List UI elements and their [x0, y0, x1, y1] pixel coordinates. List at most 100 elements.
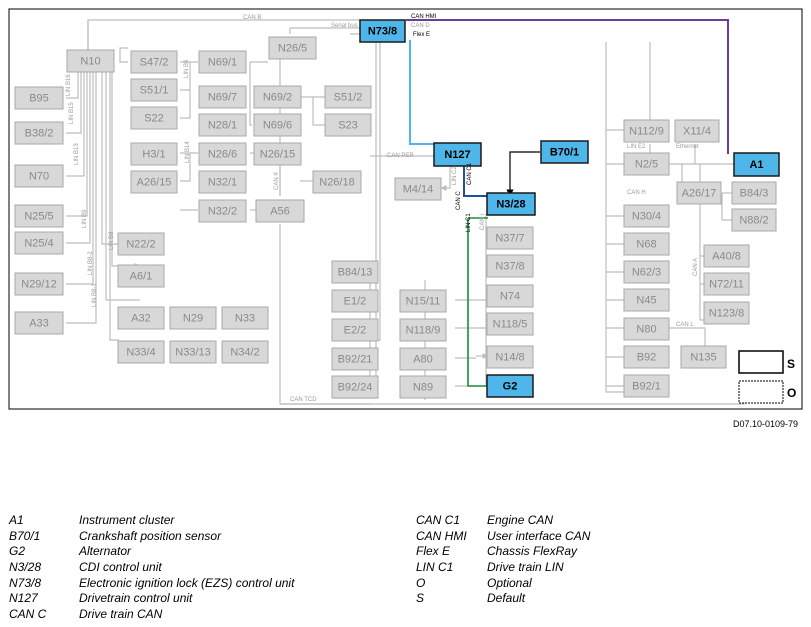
- default-symbol-label: S: [787, 357, 795, 371]
- bus-label-lin-c2: LIN C2: [452, 166, 458, 185]
- legend-key: S: [416, 591, 425, 606]
- node-label-n32-2: N32/2: [208, 206, 237, 218]
- node-box-n123-8: [703, 301, 750, 325]
- node-box-n69-2: [253, 85, 302, 109]
- node-box-e2-2: [331, 318, 379, 342]
- node-box-n70: [14, 164, 64, 188]
- node-box-s47-2: [130, 50, 178, 74]
- node-n2-5: N2/5: [623, 152, 670, 176]
- node-n30-4: N30/4: [623, 204, 670, 228]
- node-n123-8: N123/8: [703, 301, 750, 325]
- node-box-b92-1: [623, 374, 670, 398]
- node-box-n69-1: [198, 50, 247, 74]
- node-label-a26-15: A26/15: [137, 177, 172, 189]
- node-box-n73-8: [359, 19, 406, 43]
- node-a33: A33: [14, 311, 64, 335]
- node-box-n89: [399, 375, 447, 399]
- node-label-n89: N89: [413, 382, 433, 394]
- node-box-n14-8: [486, 345, 534, 369]
- node-a1: A1: [733, 152, 780, 177]
- node-box-n25-4: [14, 231, 64, 255]
- legend-key: Flex E: [416, 544, 451, 559]
- node-n3-28: N3/28: [486, 192, 536, 216]
- node-label-n37-8: N37/8: [495, 261, 524, 273]
- node-box-n135: [680, 345, 727, 369]
- node-label-a40-8: A40/8: [712, 251, 741, 263]
- legend-key: O: [416, 575, 426, 590]
- document-id: D07.10-0109-79: [733, 419, 799, 429]
- legend-key: B70/1: [9, 528, 41, 543]
- legend-key: N127: [9, 591, 38, 606]
- node-label-n118-9: N118/9: [406, 325, 441, 337]
- node-label-e1-2: E1/2: [344, 296, 367, 308]
- node-box-h3-1: [130, 142, 178, 166]
- node-label-n33-4: N33/4: [126, 347, 155, 359]
- bus-label-lin-b6: LIN B6: [184, 59, 190, 78]
- node-label-b84-13: B84/13: [338, 267, 373, 279]
- node-b84-13: B84/13: [331, 260, 379, 284]
- node-label-n127: N127: [444, 149, 470, 161]
- bus-label-lin-b15: LIN B15: [69, 102, 75, 124]
- node-label-a26-17: A26/17: [682, 188, 717, 200]
- node-label-s47-2: S47/2: [140, 57, 169, 69]
- node-box-n3-28: [486, 192, 536, 216]
- node-box-b84-3: [731, 181, 777, 205]
- node-box-a6-1: [117, 264, 165, 288]
- legend-row: S Default: [416, 591, 590, 607]
- node-label-n22-2: N22/2: [126, 239, 155, 251]
- node-box-a26-17: [676, 181, 722, 205]
- bus-label-can-l: CAN L: [676, 322, 694, 328]
- node-box-a1: [733, 152, 780, 177]
- optional-symbol-label: O: [787, 386, 796, 400]
- node-a32: A32: [117, 306, 165, 330]
- node-n88-2: N88/2: [731, 208, 777, 232]
- node-label-n32-1: N32/1: [208, 177, 237, 189]
- node-label-n25-4: N25/4: [24, 238, 53, 250]
- node-box-a26-15: [130, 170, 178, 194]
- node-n73-8: N73/8: [359, 19, 406, 43]
- bus-label-can-c1: CAN C1: [467, 162, 473, 185]
- node-box-n127: [433, 142, 482, 167]
- node-n26-5: N26/5: [268, 36, 317, 60]
- node-label-n112-9: N112/9: [629, 126, 664, 138]
- bus-label-lin-e2: LIN E2: [627, 144, 646, 150]
- bus-label-ethernet: Ethernet: [676, 144, 699, 150]
- node-label-n80: N80: [636, 324, 656, 336]
- node-box-n25-5: [14, 204, 64, 228]
- node-box-n68: [623, 232, 670, 256]
- node-e1-2: E1/2: [331, 289, 379, 313]
- node-box-b92: [623, 345, 670, 369]
- legend-value: Engine CAN: [487, 513, 554, 527]
- bus-label-can-a: CAN A: [693, 258, 699, 276]
- node-box-n30-4: [623, 204, 670, 228]
- bus-label-lin-b16: LIN B16: [66, 74, 72, 96]
- node-label-n33: N33: [235, 313, 255, 325]
- legend-value: Default: [487, 591, 526, 606]
- node-label-n29-12: N29/12: [21, 279, 56, 291]
- node-box-s51-2: [324, 85, 372, 109]
- node-s22: S22: [130, 106, 178, 130]
- bus-label-flex-e: Flex E: [413, 32, 430, 38]
- node-label-a56: A56: [270, 206, 290, 218]
- node-box-n26-18: [312, 170, 362, 194]
- node-box-n69-7: [198, 85, 247, 109]
- node-n112-9: N112/9: [623, 119, 670, 143]
- optional-symbol-box: [738, 380, 784, 404]
- bus-label-lin-b8-2: LIN B8-2: [88, 251, 94, 275]
- node-label-n26-6: N26/6: [208, 149, 237, 161]
- legend-key: CAN C: [9, 607, 47, 622]
- node-box-n112-9: [623, 119, 670, 143]
- node-box-n74: [486, 284, 534, 308]
- node-n26-6: N26/6: [198, 142, 247, 166]
- node-box-n45: [623, 288, 670, 312]
- node-box-b92-24: [331, 375, 379, 399]
- node-label-a1: A1: [749, 159, 763, 171]
- node-label-n30-4: N30/4: [632, 211, 661, 223]
- bus-label-can-tcd: CAN TCD: [290, 397, 317, 403]
